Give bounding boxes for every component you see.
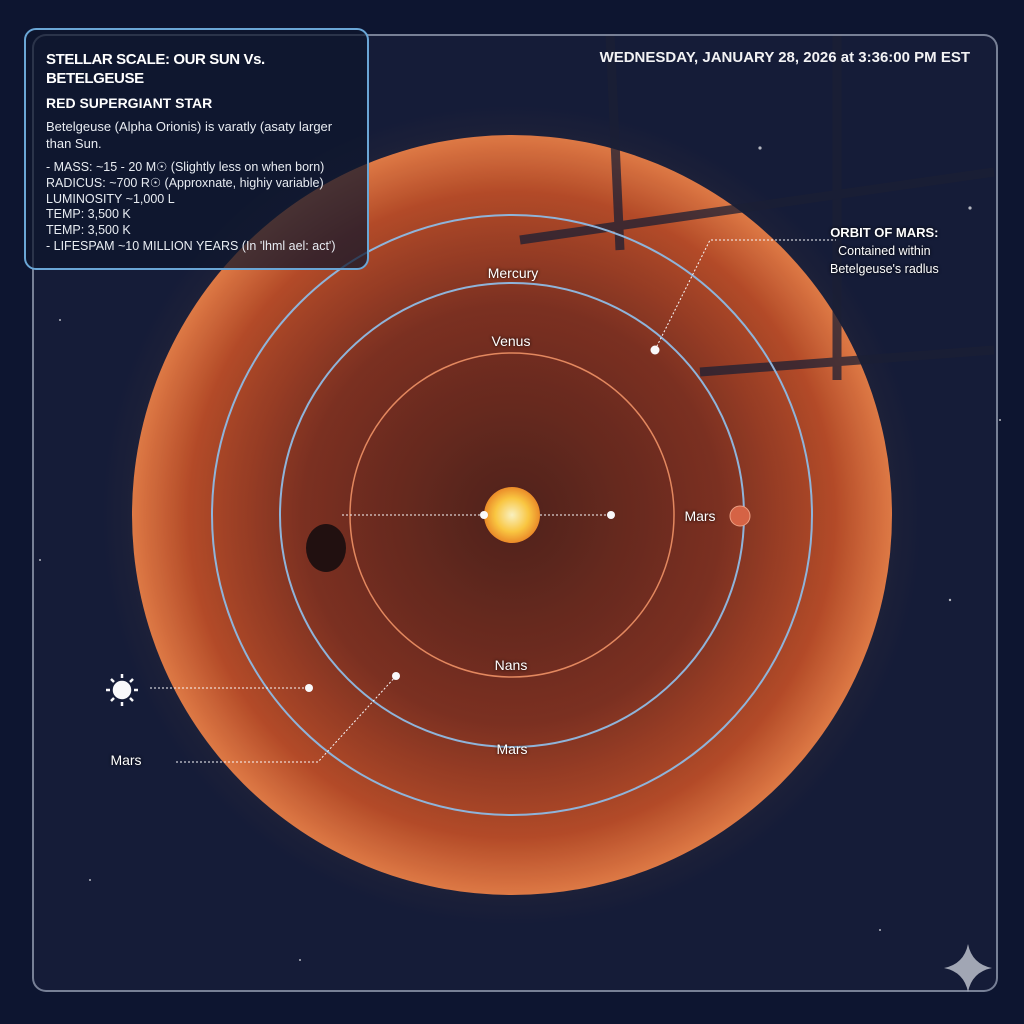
sparkle-icon (944, 944, 992, 992)
label-mercury: Mercury (487, 265, 539, 281)
marker-dot (480, 511, 488, 519)
stat-luminosity: LUMINOSITY ~1,000 L (46, 191, 175, 206)
mars-planet (729, 505, 751, 527)
label-mars-bottom: Mars (496, 741, 528, 757)
stat-lifespan: - LIFESPAM ~10 MILLION YEARS (In 'lhml a… (46, 238, 336, 253)
callout-heading: ORBIT OF MARS: (830, 225, 939, 240)
info-subtitle: RED SUPERGIANT STAR (46, 95, 213, 111)
marker-dot (305, 684, 313, 692)
orbit-outer (211, 214, 813, 816)
label-mars-left: Mars (110, 752, 142, 768)
callout-line-1: Contained within (838, 244, 931, 258)
info-stats: - MASS: ~15 - 20 M☉ (Slightly less on wh… (46, 160, 359, 255)
callout-line-2: Betelgeuse's radlus (830, 262, 939, 276)
sun (484, 487, 540, 543)
stat-temp: TEMP: 3,500 K (46, 207, 131, 222)
stat-temp-2: TEMP: 3,500 K (46, 223, 131, 238)
sunspot (306, 524, 346, 572)
info-title: STELLAR SCALE: OUR SUN Vs. BETELGEUSE (46, 51, 265, 87)
marker-dot (392, 672, 400, 680)
mars-orbit-callout: ORBIT OF MARS: Contained within Betelgeu… (830, 224, 939, 278)
sun-icon (106, 674, 138, 706)
marker-dot (650, 345, 660, 355)
info-panel: STELLAR SCALE: OUR SUN Vs. BETELGEUSE RE… (24, 28, 369, 270)
marker-dot (607, 511, 615, 519)
info-description: Betelgeuse (Alpha Orionis) is varatly (a… (46, 119, 333, 151)
stat-radius: RADICUS: ~700 R☉ (Approxnate, highiy var… (46, 175, 324, 190)
label-mars-right: Mars (684, 508, 716, 524)
label-venus: Venus (491, 333, 531, 349)
datetime: WEDNESDAY, JANUARY 28, 2026 at 3:36:00 P… (599, 49, 970, 66)
label-nans: Nans (494, 657, 528, 673)
stat-mass: - MASS: ~15 - 20 M☉ (Slightly less on wh… (46, 160, 325, 174)
